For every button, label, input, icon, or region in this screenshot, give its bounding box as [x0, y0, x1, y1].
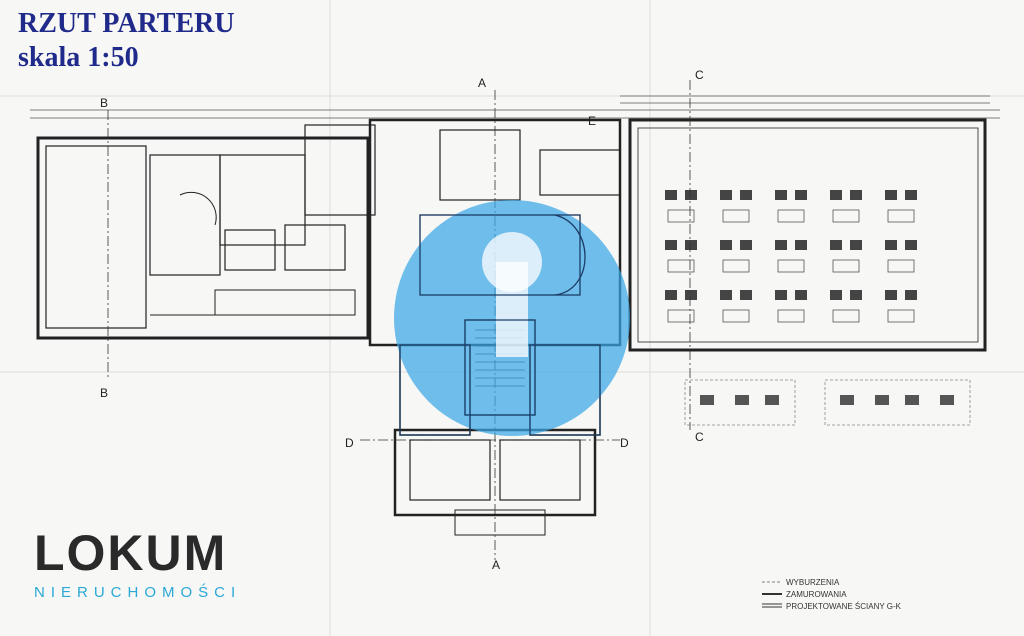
lokum-logo: LOKUM NIERUCHOMOŚCI — [34, 528, 241, 601]
plan-legend: WYBURZENIA ZAMUROWANIA PROJEKTOWANE ŚCIA… — [760, 576, 901, 612]
section-mark-b-bottom: B — [100, 386, 109, 400]
section-mark-b-top: B — [100, 96, 109, 110]
section-mark-d-left: D — [345, 436, 354, 450]
logo-tagline: NIERUCHOMOŚCI — [34, 584, 242, 601]
plan-scale: skala 1:50 — [18, 42, 139, 73]
legend-item-walled-up: ZAMUROWANIA — [786, 589, 847, 599]
section-mark-a-top: A — [478, 76, 487, 90]
section-mark-d-right: D — [620, 436, 629, 450]
section-mark-a-bottom: A — [492, 558, 501, 572]
logo-wordmark: LOKUM — [34, 525, 228, 581]
legend-item-planned-walls: PROJEKTOWANE ŚCIANY G-K — [786, 601, 901, 611]
section-mark-c-top: C — [695, 68, 704, 82]
legend-item-demolition: WYBURZENIA — [786, 577, 840, 587]
section-mark-c-bottom: C — [695, 430, 704, 444]
section-mark-e: E — [588, 114, 597, 128]
plan-title: RZUT PARTERU — [18, 8, 235, 39]
